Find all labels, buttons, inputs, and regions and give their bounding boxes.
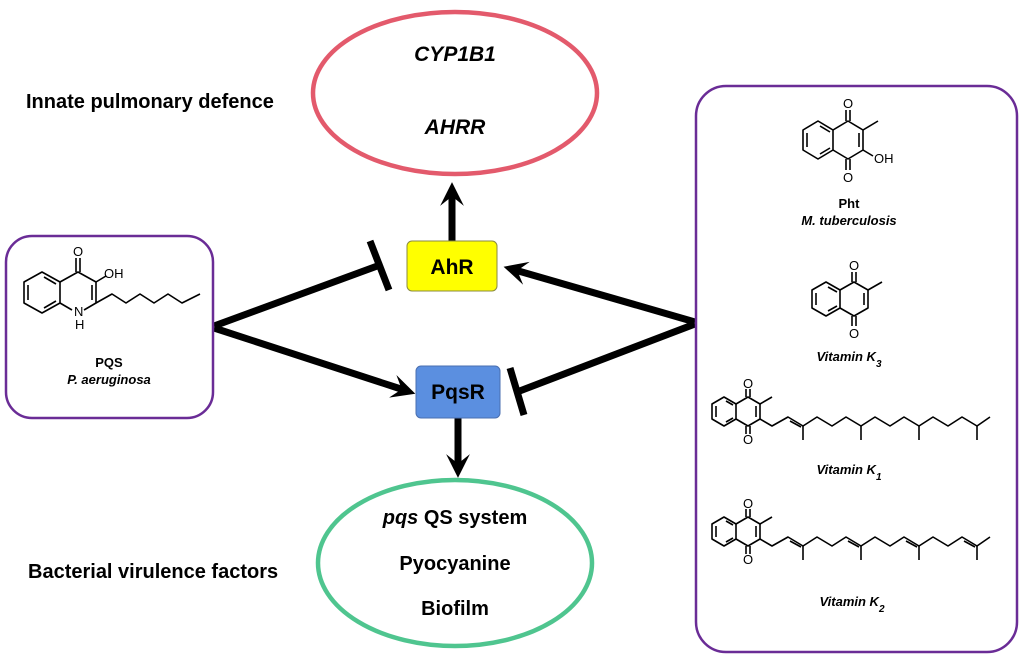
bottom-ellipse [315, 477, 595, 649]
pqsr-label: PqsR [431, 381, 485, 404]
k3-top-oxygen: O [849, 258, 859, 273]
vitamin-k1-label: Vitamin K1 [816, 462, 881, 483]
pqsr-box [415, 365, 501, 419]
pqs-panel [4, 234, 215, 420]
pqs-oxygen-atom: O [73, 244, 83, 259]
pht-bottom-oxygen: O [843, 170, 853, 185]
vitamin-k1-structure [711, 389, 991, 440]
pht-organism: M. tuberculosis [801, 213, 896, 228]
pqs-to-pqsr-arrow [212, 324, 416, 398]
pqs-nitrogen-atom: N [74, 304, 83, 319]
qs-system-text: QS system [418, 507, 527, 529]
biofilm-label: Biofilm [421, 598, 489, 620]
pyocyanine-label: Pyocyanine [399, 553, 510, 575]
pqs-hydroxyl-atom: OH [104, 266, 124, 281]
ahr-label: AhR [430, 256, 473, 279]
pht-hydroxyl: OH [874, 151, 894, 166]
vitamin-k3-structure [811, 272, 883, 326]
ahrr-label: AHRR [424, 116, 486, 139]
pqs-structure [23, 258, 201, 314]
k2-top-oxygen: O [743, 496, 753, 511]
naphthoquinone-inhibits-pqsr-line [515, 320, 697, 396]
k3-bottom-oxygen: O [849, 326, 859, 341]
pqs-italic: pqs [382, 507, 419, 529]
pqs-qs-system-label: pqs QS system [382, 507, 528, 529]
pht-top-oxygen: O [843, 96, 853, 111]
ahr-box [406, 240, 498, 292]
pht-structure [802, 110, 879, 170]
pqs-hydrogen-atom: H [75, 317, 84, 332]
pqs-inhibits-ahr-line [212, 261, 382, 330]
cyp1b1-label: CYP1B1 [414, 43, 496, 66]
naphthoquinone-panel [694, 84, 1019, 654]
vitamin-k2-label: Vitamin K2 [819, 594, 884, 615]
innate-pulmonary-defence-label: Innate pulmonary defence [26, 91, 274, 113]
pqs-inhibit-bar [366, 239, 393, 292]
k2-bottom-oxygen: O [743, 552, 753, 567]
k1-bottom-oxygen: O [743, 432, 753, 447]
bacterial-virulence-factors-label: Bacterial virulence factors [28, 561, 278, 583]
k1-top-oxygen: O [743, 376, 753, 391]
vitamin-k2-structure [711, 509, 991, 560]
top-ellipse [310, 9, 600, 177]
pht-name: Pht [839, 196, 861, 211]
naphthoquinone-to-ahr-arrow [503, 261, 696, 326]
vitamin-k3-label: Vitamin K3 [816, 349, 881, 370]
naphthoquinone-inhibit-bar [506, 367, 528, 416]
pqs-organism-name: P. aeruginosa [67, 372, 151, 387]
pqs-compound-name: PQS [95, 355, 123, 370]
